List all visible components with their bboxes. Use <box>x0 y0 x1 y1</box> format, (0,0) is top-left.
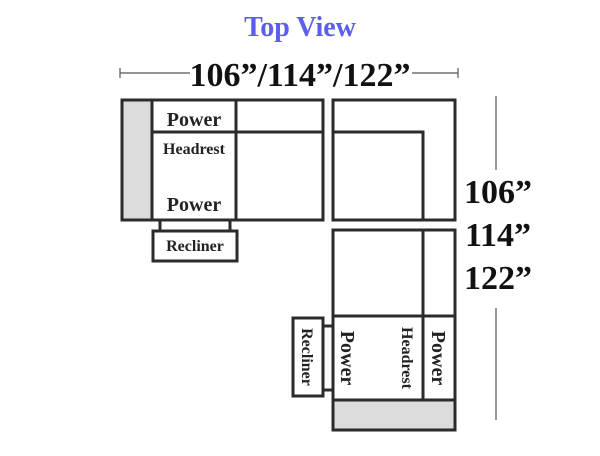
corner-back-cushion-line <box>333 130 425 220</box>
right-armless-seat <box>331 228 457 318</box>
right-headrest-label: Headrest <box>398 327 415 390</box>
depth-dimension-label-2: 114” <box>465 217 531 254</box>
right-recliner-footrest <box>291 316 325 398</box>
left-armless-seat <box>234 98 325 222</box>
right-power-right-label: Power <box>427 331 449 386</box>
right-recliner-seat <box>331 314 457 402</box>
depth-dimension-label-3: 122” <box>464 260 532 297</box>
width-label-bg <box>190 54 412 92</box>
left-recliner-seat <box>150 98 238 222</box>
left-recliner-footrest <box>151 229 239 263</box>
corner-wedge-seat <box>331 98 457 222</box>
right-power-left-label: Power <box>336 331 358 386</box>
right-section-arm <box>331 398 457 432</box>
right-recliner-label: Recliner <box>298 328 315 386</box>
left-headrest-label: Headrest <box>163 141 226 158</box>
left-recliner-label: Recliner <box>166 238 224 255</box>
left-power-top-label: Power <box>167 109 222 131</box>
depth-dimension-label-1: 106” <box>464 174 532 211</box>
width-dimension-label: 106”/114”/122” <box>189 57 410 94</box>
diagram-title: Top View <box>244 12 357 43</box>
left-power-bottom-label: Power <box>167 194 222 216</box>
left-section-arm <box>120 98 154 222</box>
